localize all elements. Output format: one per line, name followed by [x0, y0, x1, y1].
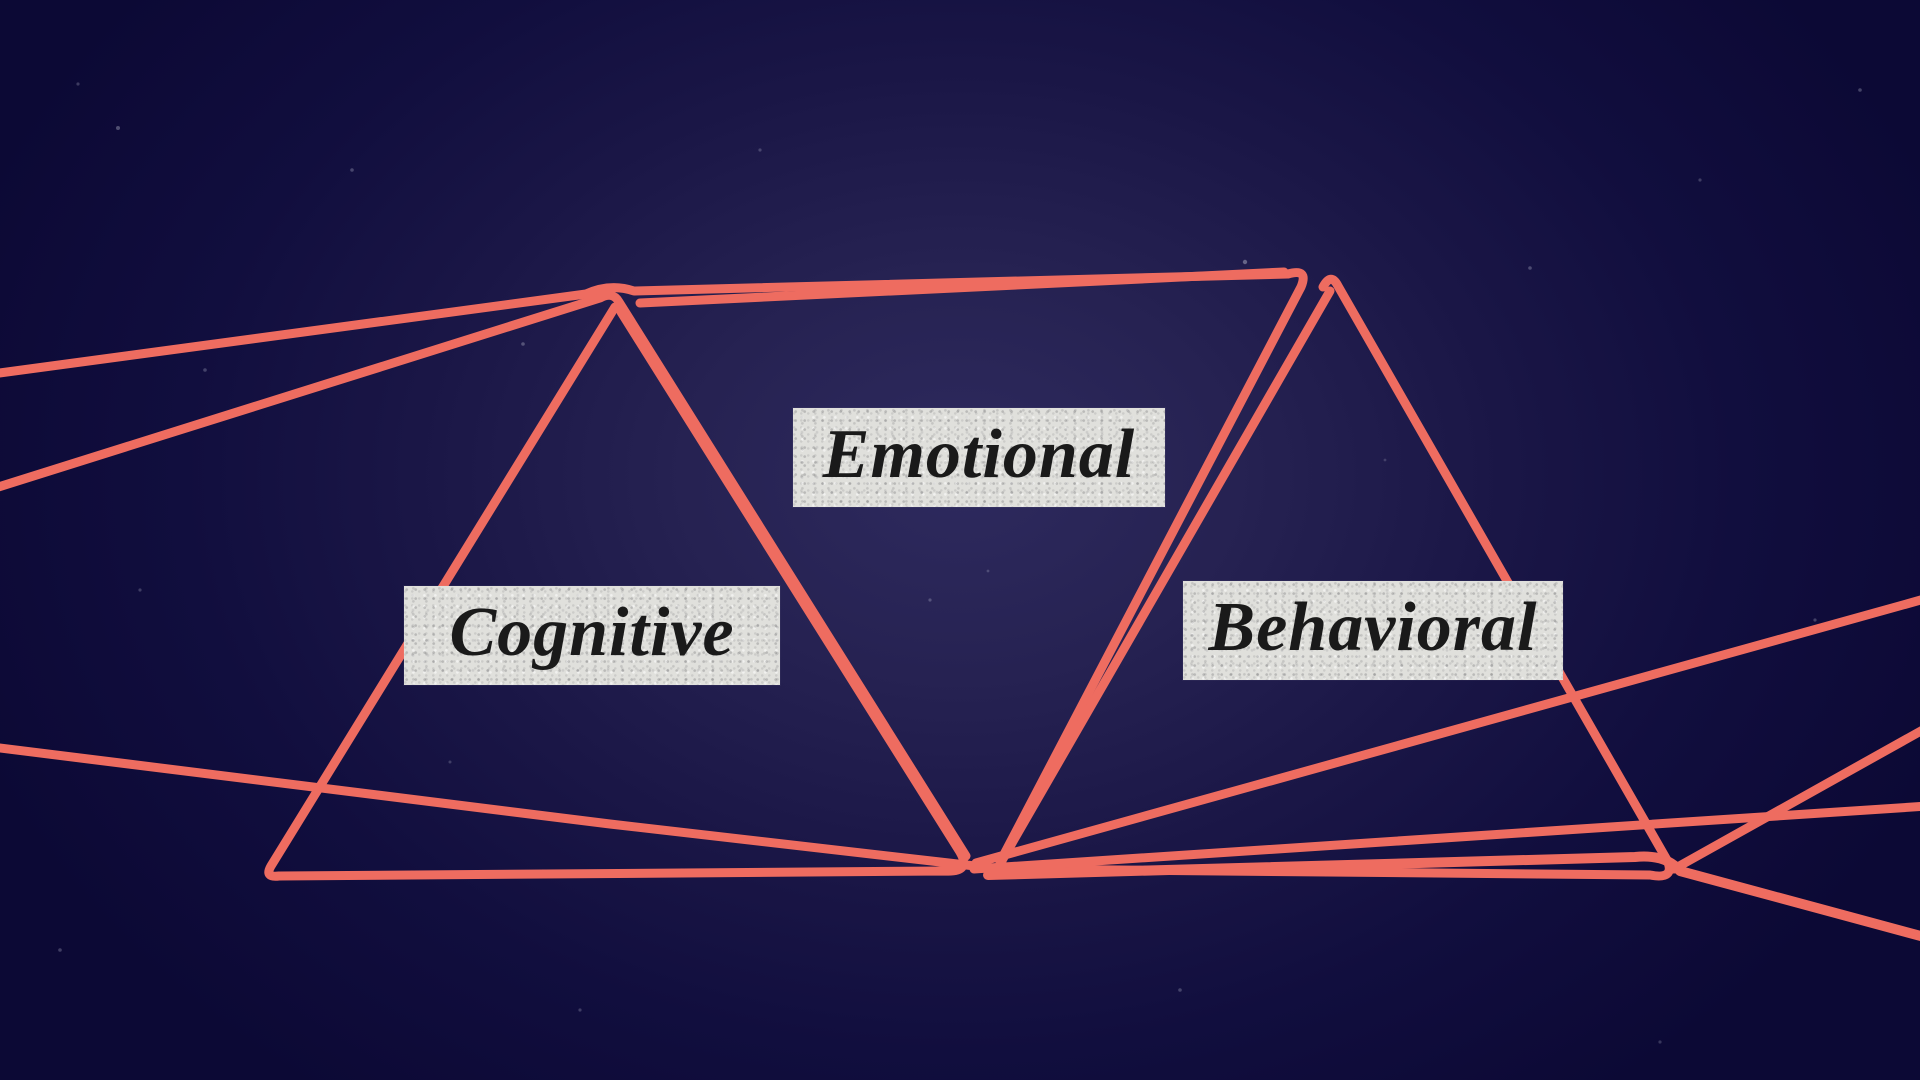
- stroke-to-upper-right: [971, 595, 1920, 868]
- coral-strokes: [0, 267, 1920, 942]
- stroke-base-extension: [983, 851, 1920, 942]
- stroke-from-right-vertex: [1669, 726, 1920, 874]
- stroke-left-scribble-and-center-left: [0, 290, 971, 861]
- stroke-top-edge-and-center-right: [0, 268, 1308, 867]
- stroke-bottom-left-scribble: [0, 743, 980, 871]
- label-cognitive: Cognitive: [404, 586, 780, 685]
- label-behavioral: Behavioral: [1183, 581, 1563, 680]
- star-specks: [58, 82, 1862, 1044]
- label-behavioral-text: Behavioral: [1208, 588, 1538, 666]
- label-cognitive-text: Cognitive: [449, 593, 735, 671]
- stroke-right-triangle: [996, 274, 1674, 881]
- label-emotional-text: Emotional: [822, 415, 1136, 493]
- label-emotional: Emotional: [793, 408, 1165, 507]
- stroke-top-edge-second-pass: [635, 267, 1289, 308]
